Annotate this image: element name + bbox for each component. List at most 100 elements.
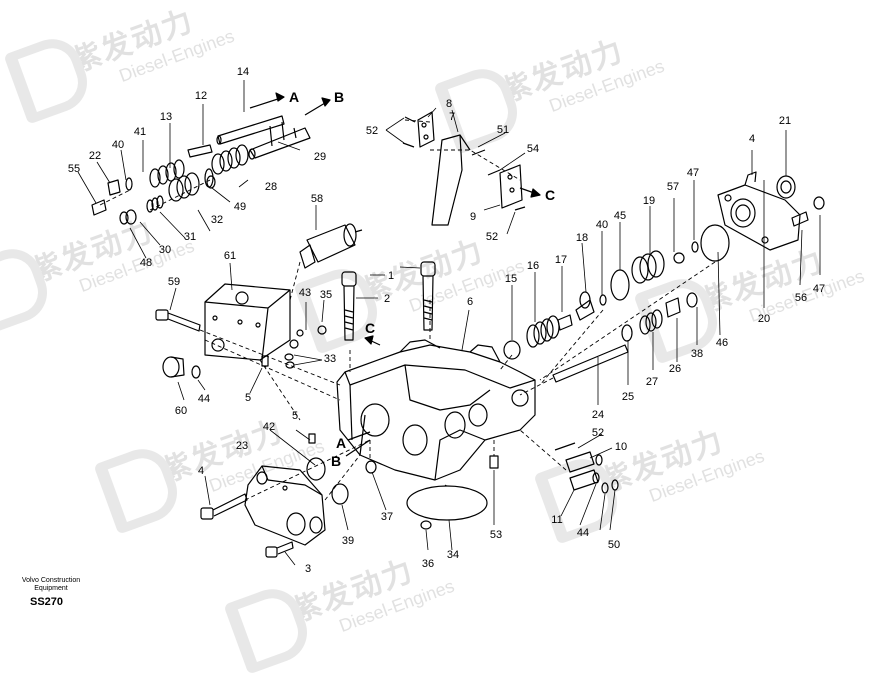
callout-label: 37 — [381, 511, 393, 523]
pin-53 — [489, 455, 499, 469]
callout-label: 42 — [263, 421, 275, 433]
callout-label: 60 — [175, 405, 187, 417]
arrow-B-top — [304, 97, 331, 116]
callout-label: 12 — [195, 90, 207, 102]
callout-label: 61 — [224, 250, 236, 262]
callout-label: 49 — [234, 201, 246, 213]
arrow-A-low — [347, 431, 371, 441]
callout-label: 4 — [749, 133, 755, 145]
callout-label: 52 — [366, 125, 378, 137]
brand-line-1: Volvo Construction — [21, 577, 81, 584]
bolt-59 — [155, 309, 201, 332]
callout-label: 22 — [89, 150, 101, 162]
bolt-2 — [341, 271, 357, 341]
callout-label: 35 — [320, 289, 332, 301]
callout-label: 50 — [608, 539, 620, 551]
o-ring-39 — [331, 483, 349, 505]
valve-body — [336, 339, 536, 481]
direction-marker-a: A — [336, 435, 346, 451]
assembly-lines — [99, 119, 716, 501]
callout-label: 45 — [614, 210, 626, 222]
callout-label: 46 — [716, 337, 728, 349]
callout-label: 13 — [160, 111, 172, 123]
callout-label: 10 — [615, 441, 627, 453]
o-ring-37 — [365, 460, 377, 474]
spring-28 — [211, 144, 249, 175]
callout-label: 25 — [622, 391, 634, 403]
callout-label: 11 — [551, 514, 562, 526]
o-ring-46 — [700, 224, 730, 262]
callout-label: 30 — [159, 244, 171, 256]
arrow-C-top — [519, 187, 541, 198]
callout-labels: 1 2 3 4 4 5 5 6 7 8 9 10 11 12 13 14 15 … — [68, 66, 825, 575]
callout-label: 16 — [527, 260, 539, 272]
spool-24 — [552, 344, 629, 383]
callout-label: 19 — [643, 195, 655, 207]
solenoid-58 — [299, 223, 363, 269]
direction-markers: A B C C A B — [289, 89, 555, 469]
callout-label: 47 — [813, 283, 825, 295]
callout-label: 52 — [486, 231, 498, 243]
callout-label: 18 — [576, 232, 588, 244]
spring-19 — [631, 250, 665, 284]
spool-group-left — [91, 115, 311, 225]
o-ring-36 — [420, 520, 432, 530]
callout-label: 26 — [669, 363, 681, 375]
callout-label: 58 — [311, 193, 323, 205]
callout-label: 40 — [596, 219, 608, 231]
callout-label: 36 — [422, 558, 434, 570]
callout-label: 54 — [527, 143, 539, 155]
callout-label: 20 — [758, 313, 770, 325]
housing-61 — [204, 283, 291, 361]
spring-13 — [149, 159, 185, 188]
callout-label: 31 — [184, 231, 196, 243]
callout-label: 28 — [265, 181, 277, 193]
arrow-A-top — [249, 92, 285, 109]
callout-label: 44 — [577, 527, 589, 539]
callout-label: 27 — [646, 376, 658, 388]
leader-lines — [77, 80, 821, 566]
callout-label: 7 — [449, 111, 455, 123]
arrow-B-low — [345, 439, 371, 457]
sheet-code: SS270 — [30, 596, 64, 608]
callout-label: 32 — [211, 214, 223, 226]
callout-label: 53 — [490, 529, 502, 541]
exploded-parts-drawing: 1 2 3 4 4 5 5 6 7 8 9 10 11 12 13 14 15 … — [68, 66, 825, 575]
cover-23 — [244, 465, 326, 546]
callout-label: 14 — [237, 66, 249, 78]
callout-label: 17 — [555, 254, 567, 266]
callout-label: 3 — [305, 563, 311, 575]
callout-label: 2 — [384, 293, 390, 305]
spring-32 — [168, 172, 200, 202]
direction-marker-c: C — [365, 320, 375, 336]
callout-label: 39 — [342, 535, 354, 547]
callout-label: 24 — [592, 409, 604, 421]
end-cover-20 — [717, 171, 825, 251]
callout-label: 6 — [467, 296, 473, 308]
callout-label: 52 — [592, 427, 604, 439]
callout-label: 33 — [324, 353, 336, 365]
callout-label: 5 — [245, 392, 251, 404]
callout-label: 5 — [292, 410, 298, 422]
callout-label: 34 — [447, 549, 459, 561]
callout-label: 55 — [68, 163, 80, 175]
callout-label: 47 — [687, 167, 699, 179]
direction-marker-b: B — [334, 89, 344, 105]
direction-marker-a: A — [289, 89, 299, 105]
brand-label: Volvo Construction Equipment — [18, 577, 84, 593]
o-ring-42 — [306, 457, 326, 481]
callout-label: 59 — [168, 276, 180, 288]
o-ring-34 — [406, 485, 488, 521]
callout-label: 51 — [497, 124, 509, 136]
callout-label: 1 — [388, 270, 394, 282]
direction-marker-b: B — [331, 453, 341, 469]
callout-label: 57 — [667, 181, 679, 193]
callout-label: 41 — [134, 126, 146, 138]
brand-line-2: Equipment — [34, 585, 68, 592]
plug-60 — [162, 356, 201, 379]
callout-label: 38 — [691, 348, 703, 360]
callout-label: 9 — [470, 211, 476, 223]
lever-group — [402, 111, 526, 226]
arrow-C-mid — [364, 335, 381, 346]
callout-label: 4 — [198, 465, 204, 477]
